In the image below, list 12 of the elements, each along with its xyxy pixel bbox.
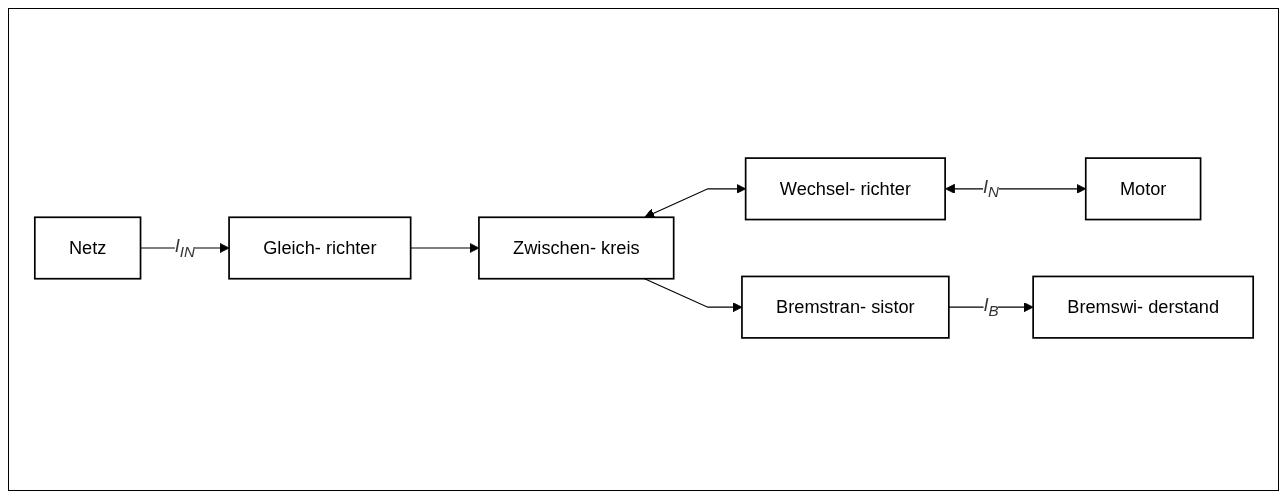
node-box: Bremswi- derstand [1031, 275, 1254, 339]
node-box: Motor [1084, 156, 1201, 220]
node-box: Gleich- richter [227, 215, 411, 280]
edge-label: I$_{B}$ [982, 294, 999, 319]
node-box: Zwischen- kreis [477, 215, 675, 280]
edge-label: I$_{IN}$ [174, 235, 195, 260]
node-box: Netz [33, 215, 141, 280]
arrow [644, 183, 746, 218]
node-box: Wechsel- richter [744, 156, 946, 220]
node-box: Bremstran- sistor [740, 275, 950, 339]
arrow [944, 183, 1086, 194]
edge-label: I$_{N}$ [982, 176, 999, 201]
